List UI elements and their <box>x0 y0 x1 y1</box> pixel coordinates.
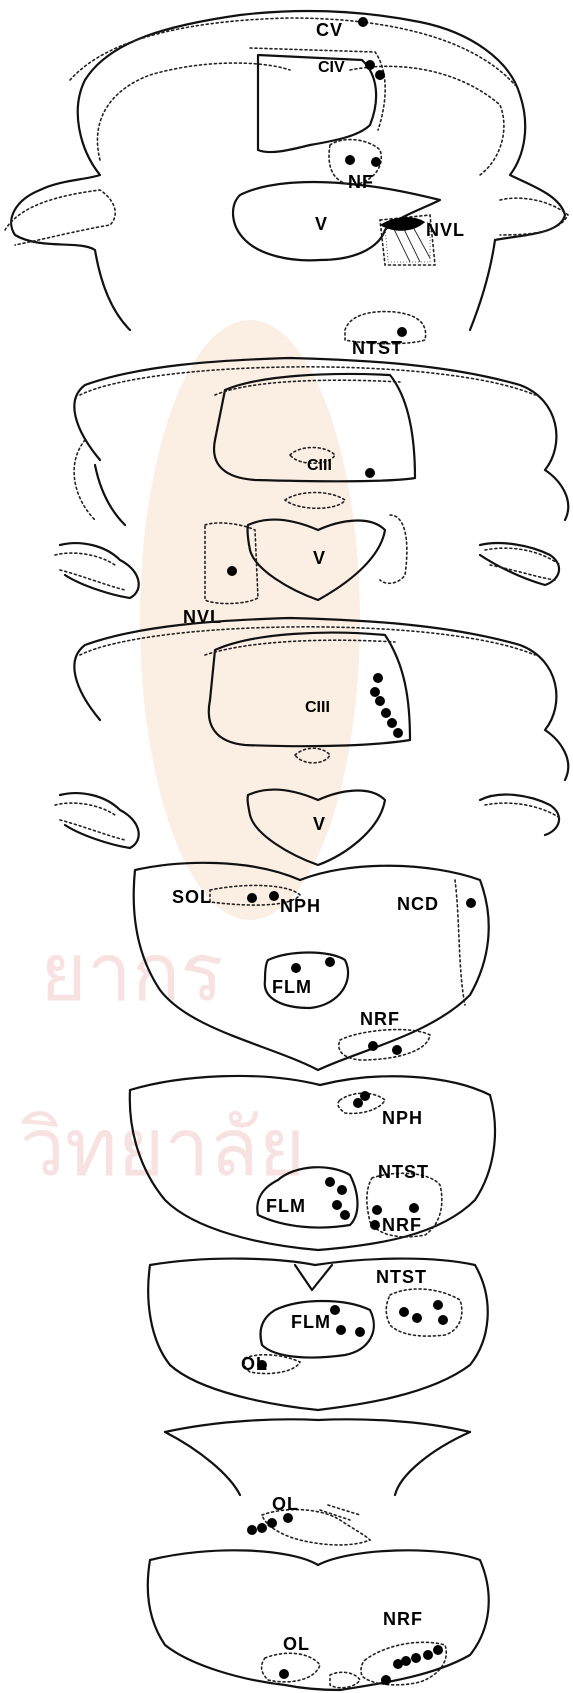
label-v-3: V <box>313 814 326 834</box>
label-nrf-2: NRF <box>382 1215 422 1235</box>
label-nf: NF <box>348 172 374 192</box>
marker-dot <box>247 1525 257 1535</box>
marker-dot <box>375 696 385 706</box>
marker-dot <box>392 1045 402 1055</box>
marker-dot <box>337 1185 347 1195</box>
label-ntst-1: NTST <box>352 338 403 358</box>
marker-dot <box>325 1177 335 1187</box>
section-6: NTST FLM OL <box>148 1259 488 1410</box>
marker-dot <box>401 1656 411 1666</box>
marker-dot <box>355 1327 365 1337</box>
marker-dot <box>340 1210 350 1220</box>
section-8: OL NRF <box>148 1550 489 1690</box>
marker-dot <box>375 70 385 80</box>
marker-dot <box>345 155 355 165</box>
label-ntst-2: NTST <box>378 1162 429 1182</box>
label-nvl-1: NVL <box>426 220 465 240</box>
marker-dot <box>365 468 375 478</box>
watermark-text-2: วิทยาลัย <box>20 1101 305 1194</box>
label-ciii-1: CIII <box>307 457 332 474</box>
marker-dot <box>423 1650 433 1660</box>
label-ol-2: OL <box>272 1494 299 1514</box>
marker-dot <box>466 898 476 908</box>
label-nph-2: NPH <box>382 1108 423 1128</box>
label-civ: CIV <box>318 59 345 76</box>
marker-dot <box>269 891 279 901</box>
marker-dot <box>360 1091 370 1101</box>
marker-dot <box>330 1305 340 1315</box>
label-v-1: V <box>315 214 328 234</box>
marker-dot <box>365 60 375 70</box>
label-sol: SOL <box>172 887 212 907</box>
marker-dot <box>387 718 397 728</box>
marker-dot <box>381 708 391 718</box>
marker-dot <box>325 957 335 967</box>
watermark: ยากร วิทยาลัย <box>20 320 360 1194</box>
marker-dot <box>381 1675 391 1685</box>
marker-dot <box>433 1300 443 1310</box>
label-v-2: V <box>313 548 326 568</box>
section-1: CV CIV NF V NVL NTST <box>5 11 568 358</box>
marker-dot <box>247 893 257 903</box>
marker-dot <box>227 566 237 576</box>
label-ol-1: OL <box>241 1354 268 1374</box>
section-7: OL <box>165 1419 470 1545</box>
marker-dot <box>393 728 403 738</box>
watermark-text-1: ยากร <box>40 926 223 1019</box>
marker-dot <box>332 1200 342 1210</box>
marker-dot <box>358 17 368 27</box>
marker-dot <box>267 1518 277 1528</box>
marker-dot <box>336 1325 346 1335</box>
marker-dot <box>368 1041 378 1051</box>
marker-dot <box>433 1645 443 1655</box>
label-ncd: NCD <box>397 894 439 914</box>
marker-dot <box>397 327 407 337</box>
label-ol-3: OL <box>283 1634 310 1654</box>
marker-dot <box>291 963 301 973</box>
label-cv: CV <box>316 20 343 40</box>
marker-dot <box>371 157 381 167</box>
marker-dot <box>283 1513 293 1523</box>
marker-dot <box>257 1523 267 1533</box>
label-flm-3: FLM <box>291 1312 331 1332</box>
marker-dot <box>279 1669 289 1679</box>
label-flm-2: FLM <box>266 1196 306 1216</box>
marker-dot <box>372 1205 382 1215</box>
marker-dot <box>438 1315 448 1325</box>
marker-dot <box>370 1220 380 1230</box>
marker-dot <box>409 1203 419 1213</box>
marker-dot <box>370 687 380 697</box>
marker-dot <box>373 673 383 683</box>
marker-dot <box>411 1653 421 1663</box>
label-flm-1: FLM <box>272 977 312 997</box>
marker-dot <box>412 1313 422 1323</box>
label-ntst-3: NTST <box>376 1267 427 1287</box>
label-nrf-1: NRF <box>360 1009 400 1029</box>
label-nph-1: NPH <box>280 896 321 916</box>
label-ciii-2: CIII <box>305 699 330 716</box>
marker-dot <box>399 1307 409 1317</box>
label-nrf-3: NRF <box>383 1609 423 1629</box>
